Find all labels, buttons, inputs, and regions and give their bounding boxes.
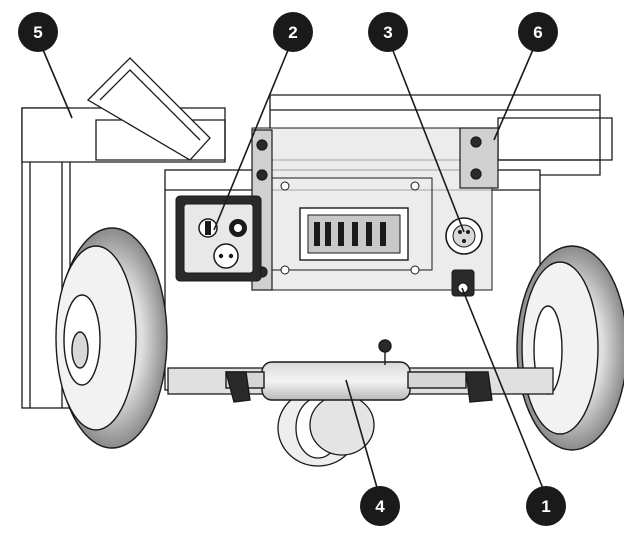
leader-line-1 <box>461 287 547 497</box>
left-wheel <box>55 227 168 449</box>
leader-lines <box>37 37 547 499</box>
leader-line-4 <box>345 379 381 499</box>
hydraulic-cylinder <box>225 339 493 403</box>
right-wheel <box>516 245 624 451</box>
knob-icon <box>229 219 247 237</box>
callout-6-label: 6 <box>533 23 542 42</box>
leader-line-5 <box>37 37 73 119</box>
sensor-connector <box>451 269 475 297</box>
callout-6: 6 <box>518 12 558 52</box>
outlet-icon <box>213 243 239 269</box>
callout-3: 3 <box>368 12 408 52</box>
callout-3-label: 3 <box>383 23 392 42</box>
leader-line-3 <box>387 37 465 233</box>
callout-1-label: 1 <box>541 497 550 516</box>
electronics-window <box>299 207 409 261</box>
callout-5-label: 5 <box>33 23 42 42</box>
callout-5: 5 <box>18 12 58 52</box>
callout-1: 1 <box>526 486 566 526</box>
handle-bracket <box>86 57 211 161</box>
callout-4: 4 <box>360 486 400 526</box>
leader-line-2 <box>213 37 294 231</box>
callout-2: 2 <box>273 12 313 52</box>
callout-2-label: 2 <box>288 23 297 42</box>
control-panel <box>175 195 262 282</box>
clamp-bracket-right <box>459 127 499 189</box>
center-caster <box>277 389 375 467</box>
switch-icon <box>198 218 218 238</box>
round-connector <box>445 217 483 255</box>
callout-4-label: 4 <box>375 497 385 516</box>
leader-line-6 <box>493 37 539 141</box>
